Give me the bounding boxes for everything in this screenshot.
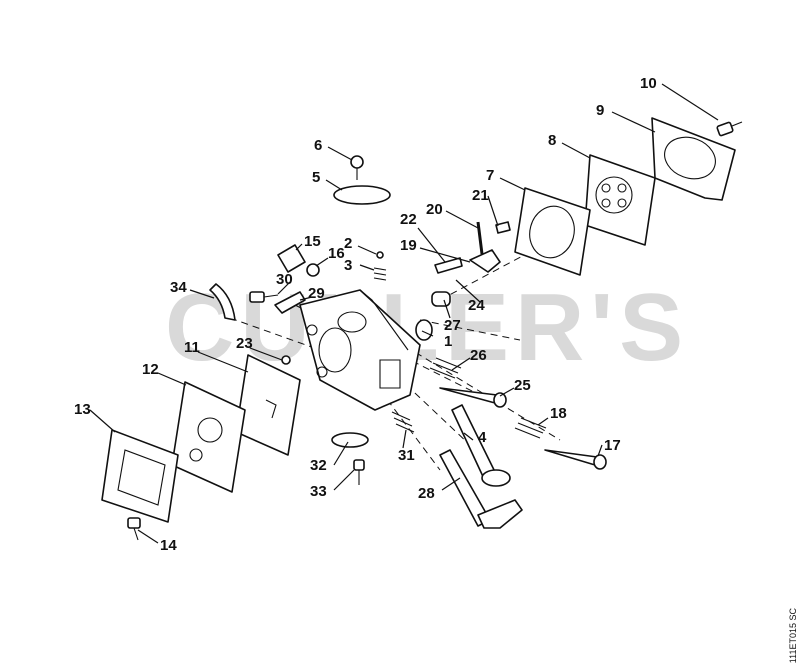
part-20-pin	[476, 221, 484, 255]
part-3-spring	[373, 267, 387, 281]
callout-2: 2	[344, 235, 352, 252]
part-10-screw	[716, 121, 743, 137]
callout-30: 30	[276, 271, 293, 288]
callout-14: 14	[160, 537, 177, 554]
part-21-screw	[495, 221, 511, 234]
callout-4: 4	[478, 429, 487, 446]
callout-21: 21	[472, 187, 489, 204]
callout-11: 11	[184, 339, 200, 356]
part-14-screw	[127, 517, 141, 541]
callout-8: 8	[548, 132, 556, 149]
callout-20: 20	[426, 201, 443, 218]
callout-26: 26	[470, 347, 487, 364]
part-1-oring	[415, 319, 433, 341]
part-25-needle	[439, 387, 507, 408]
part-31-spring	[391, 411, 415, 433]
part-7-gasket	[514, 187, 591, 276]
part-11-gasket	[235, 354, 301, 456]
callout-5: 5	[312, 169, 320, 186]
callout-34: 34	[170, 279, 187, 296]
callout-12: 12	[142, 361, 159, 378]
part-2-ball	[376, 251, 384, 259]
leader-lines	[89, 83, 719, 544]
reference-code: 111ET015 SC	[788, 607, 798, 663]
part-34-tube	[209, 283, 236, 321]
callout-16: 16	[328, 245, 345, 262]
callout-9: 9	[596, 102, 604, 119]
callout-7: 7	[486, 167, 494, 184]
callouts: 10 9 8 7 6 5 21 20 22 19 24 27 1 15 16 2…	[74, 75, 657, 554]
callout-23: 23	[236, 335, 253, 352]
part-29-plate	[274, 291, 306, 314]
part-16-washer	[306, 263, 320, 277]
part-12-plate	[171, 381, 246, 493]
callout-27: 27	[444, 317, 461, 334]
callout-31: 31	[398, 447, 415, 464]
part-19-lever	[469, 249, 501, 273]
callout-24: 24	[468, 297, 485, 314]
part-9-cover	[651, 117, 736, 201]
callout-33: 33	[310, 483, 327, 500]
part-23	[281, 355, 291, 365]
part-8-diaphragm	[584, 154, 656, 246]
callout-25: 25	[514, 377, 531, 394]
part-15-fitting	[277, 244, 306, 273]
callout-22: 22	[400, 211, 417, 228]
part-30-screw	[249, 291, 279, 303]
part-18-spring	[514, 417, 547, 439]
part-28-shaft	[439, 449, 523, 529]
callout-28: 28	[418, 485, 435, 502]
callout-19: 19	[400, 237, 417, 254]
callout-18: 18	[550, 405, 567, 422]
callout-17: 17	[604, 437, 621, 454]
callout-10: 10	[640, 75, 657, 92]
callout-15: 15	[304, 233, 321, 250]
part-4-shaft	[451, 404, 511, 487]
callout-1: 1	[444, 333, 452, 350]
part-6-screw	[350, 155, 364, 180]
callout-3: 3	[344, 257, 352, 274]
part-22-needle	[434, 257, 463, 274]
callout-32: 32	[310, 457, 327, 474]
part-13-cover	[101, 429, 179, 523]
part-carburetor-body	[299, 289, 421, 411]
callout-6: 6	[314, 137, 322, 154]
part-5-disc	[333, 185, 391, 205]
callout-13: 13	[74, 401, 91, 418]
part-27-plug	[431, 291, 451, 307]
part-33-screw	[353, 459, 365, 485]
part-32-disc	[331, 432, 369, 448]
callout-29: 29	[308, 285, 325, 302]
part-17-needle	[544, 449, 607, 470]
